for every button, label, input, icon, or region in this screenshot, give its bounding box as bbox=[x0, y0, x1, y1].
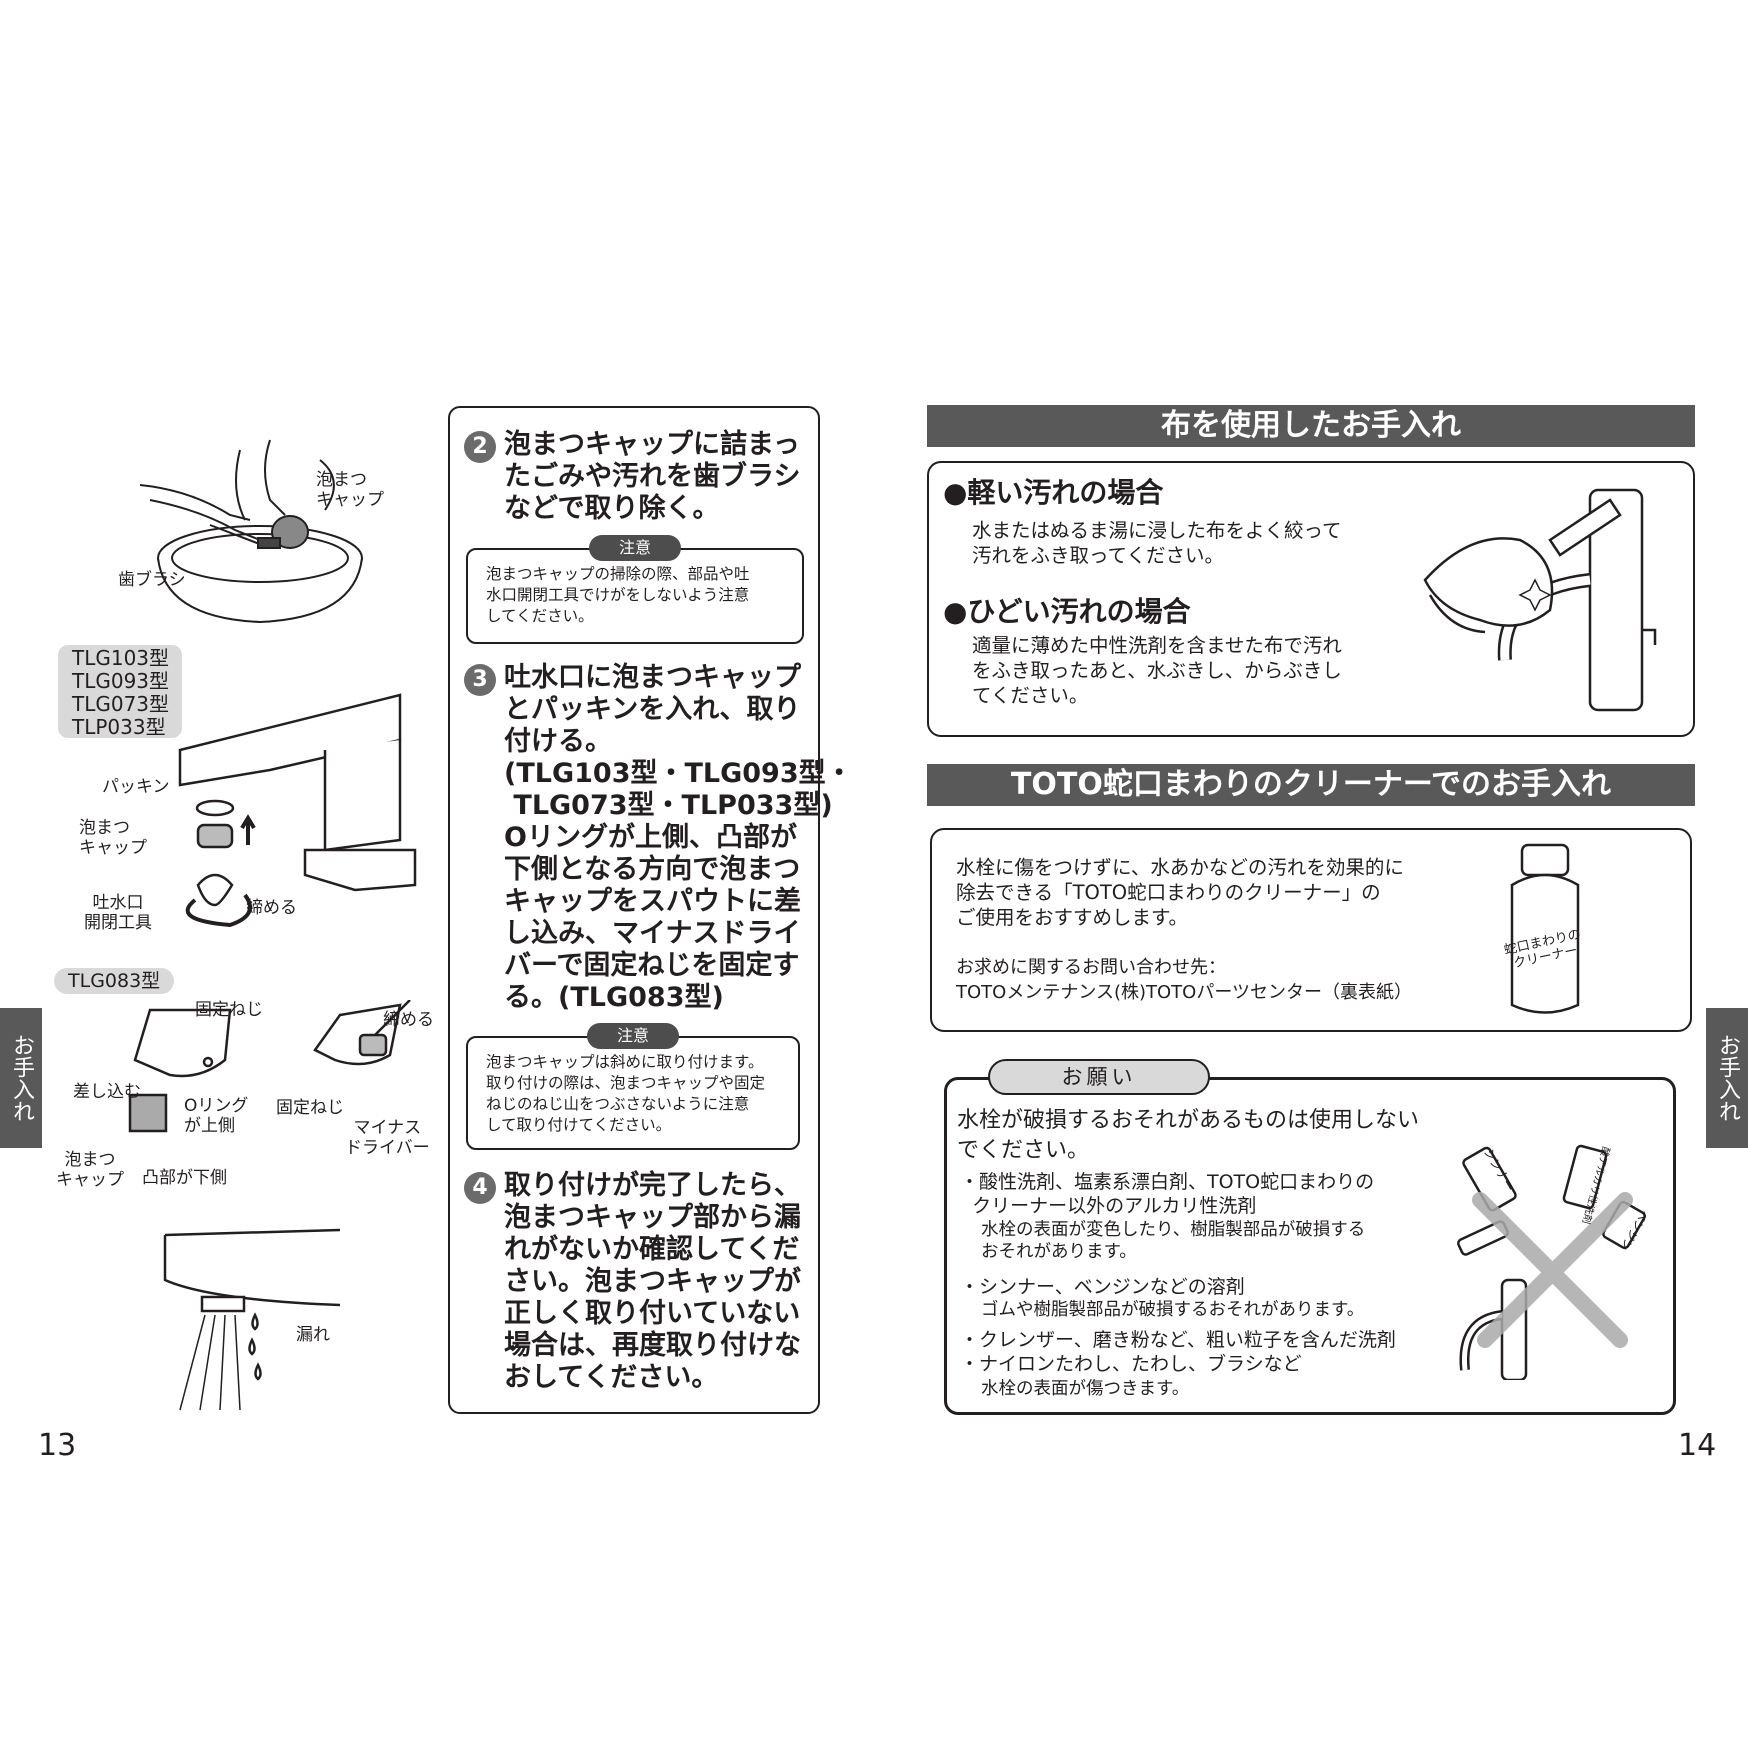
leak-label: 漏れ bbox=[296, 1325, 330, 1345]
tlg083-assembly-illustration bbox=[128, 1000, 411, 1133]
heavy-dirt-text: 適量に薄めた中性洗剤を含ませた布で汚れ をふき取ったあと、水ぶきし、からぶきし … bbox=[972, 634, 1342, 707]
packing-label: パッキン bbox=[102, 777, 170, 797]
request-tag: お願い bbox=[988, 1059, 1210, 1095]
cleaner-banner: TOTO蛇口まわりのクリーナーでのお手入れ bbox=[927, 764, 1695, 806]
cloth-care-banner: 布を使用したお手入れ bbox=[927, 405, 1695, 447]
side-tab-right[interactable]: お手入れ bbox=[1706, 1008, 1748, 1148]
step-4-number: 4 bbox=[464, 1172, 496, 1204]
request-item-2-sub: ゴムや樹脂製部品が破損するおそれがあります。 bbox=[981, 1300, 1365, 1320]
cloth-care-box bbox=[927, 461, 1695, 737]
steps-panel bbox=[448, 406, 820, 1414]
contact-text: TOTOメンテナンス(株)TOTOパーツセンター（裏表紙） bbox=[956, 982, 1412, 1003]
contact-label: お求めに関するお問い合わせ先： bbox=[956, 957, 1226, 978]
side-tab-left[interactable]: お手入れ bbox=[0, 1008, 42, 1148]
cap-label-fig3: 泡まつ キャップ bbox=[56, 1150, 124, 1190]
leak-check-illustration bbox=[163, 1228, 341, 1411]
light-dirt-text: 水またはぬるま湯に浸した布をよく絞って 汚れをふき取ってください。 bbox=[972, 519, 1342, 567]
page-number-13: 13 bbox=[38, 1428, 77, 1463]
toothbrush-cleaning-illustration bbox=[139, 439, 363, 624]
faucet-cap-illustration bbox=[178, 693, 417, 928]
request-item-3: ・クレンザー、磨き粉など、粗い粒子を含んだ洗剤 ・ナイロンたわし、たわし、ブラシ… bbox=[960, 1329, 1396, 1375]
cap-label-fig2: 泡まつ キャップ bbox=[79, 818, 147, 858]
request-item-3-sub: 水栓の表面が傷つきます。 bbox=[981, 1379, 1190, 1399]
request-item-2: ・シンナー、ベンジンなどの溶剤 bbox=[960, 1276, 1245, 1298]
model-tlg083: TLG083型 bbox=[54, 968, 175, 994]
step-3: 3 吐水口に泡まつキャップ とパッキンを入れ、取り 付ける。 (TLG103型・… bbox=[464, 662, 853, 1014]
model-list: TLG103型 TLG093型 TLG073型 TLP033型 bbox=[58, 645, 182, 739]
request-item-1: ・酸性洗剤、塩素系漂白剤、TOTO蛇口まわりの クリーナー以外のアルカリ性洗剤 bbox=[960, 1171, 1375, 1217]
tool-label: 吐水口 開閉工具 bbox=[84, 893, 152, 933]
cap-label-fig1: 泡まつ キャップ bbox=[316, 470, 384, 510]
step-2-number: 2 bbox=[464, 431, 496, 463]
caution-text-2: 泡まつキャップは斜めに取り付けます。 取り付けの際は、泡まつキャップや固定 ねじ… bbox=[486, 1053, 766, 1134]
step-3-number: 3 bbox=[464, 664, 496, 696]
screw-label-1: 固定ねじ bbox=[195, 1000, 263, 1020]
driver-label: マイナス ドライバー bbox=[345, 1118, 430, 1158]
heavy-dirt-heading: ●ひどい汚れの場合 bbox=[943, 595, 1191, 628]
caution-tag-2: 注意 bbox=[587, 1023, 679, 1049]
insert-label: 差し込む bbox=[73, 1082, 141, 1102]
step-3-text: 吐水口に泡まつキャップ とパッキンを入れ、取り 付ける。 (TLG103型・TL… bbox=[504, 662, 853, 1013]
prohibited-items-illustration bbox=[1457, 1144, 1646, 1380]
light-dirt-heading: ●軽い汚れの場合 bbox=[943, 476, 1164, 509]
page-number-14: 14 bbox=[1678, 1428, 1717, 1463]
request-box bbox=[944, 1077, 1676, 1415]
step-4-text: 取り付けが完了したら、 泡まつキャップ部から漏 れがないか確認してくだ さい。泡… bbox=[504, 1170, 801, 1393]
caution-tag-1: 注意 bbox=[589, 535, 681, 561]
request-heading: 水栓が破損するおそれがあるものは使用しない でください。 bbox=[957, 1108, 1420, 1163]
request-item-1-sub: 水栓の表面が変色したり、樹脂製部品が破損する おそれがあります。 bbox=[981, 1220, 1366, 1262]
cleaner-box bbox=[930, 828, 1692, 1032]
faucet-wiping-illustration bbox=[1423, 488, 1657, 712]
caution-note-1: 注意 泡まつキャップの掃除の際、部品や吐 水口開閉工具でけがをしないよう注意 し… bbox=[466, 535, 804, 644]
toothbrush-label: 歯ブラシ bbox=[118, 570, 186, 590]
step-2-text: 泡まつキャップに詰まっ たごみや汚れを歯ブラシ などで取り除く。 bbox=[504, 429, 801, 524]
tighten-label-fig3: 締める bbox=[383, 1010, 434, 1030]
convex-label: 凸部が下側 bbox=[142, 1168, 227, 1188]
screw-label-2: 固定ねじ bbox=[276, 1098, 344, 1118]
caution-text-1: 泡まつキャップの掃除の際、部品や吐 水口開閉工具でけがをしないよう注意 してくだ… bbox=[486, 565, 750, 625]
caution-note-2: 注意 泡まつキャップは斜めに取り付けます。 取り付けの際は、泡まつキャップや固定… bbox=[466, 1023, 800, 1150]
oring-label: Oリング が上側 bbox=[184, 1096, 249, 1136]
tighten-label-fig2: 締める bbox=[246, 898, 297, 918]
cleaner-text: 水栓に傷をつけずに、水あかなどの汚れを効果的に 除去できる「TOTO蛇口まわりの… bbox=[956, 856, 1404, 929]
step-4: 4 取り付けが完了したら、 泡まつキャップ部から漏 れがないか確認してくだ さい… bbox=[464, 1170, 814, 1394]
step-2: 2 泡まつキャップに詰まっ たごみや汚れを歯ブラシ などで取り除く。 bbox=[464, 429, 814, 525]
cleaner-bottle-illustration bbox=[1510, 843, 1580, 1014]
